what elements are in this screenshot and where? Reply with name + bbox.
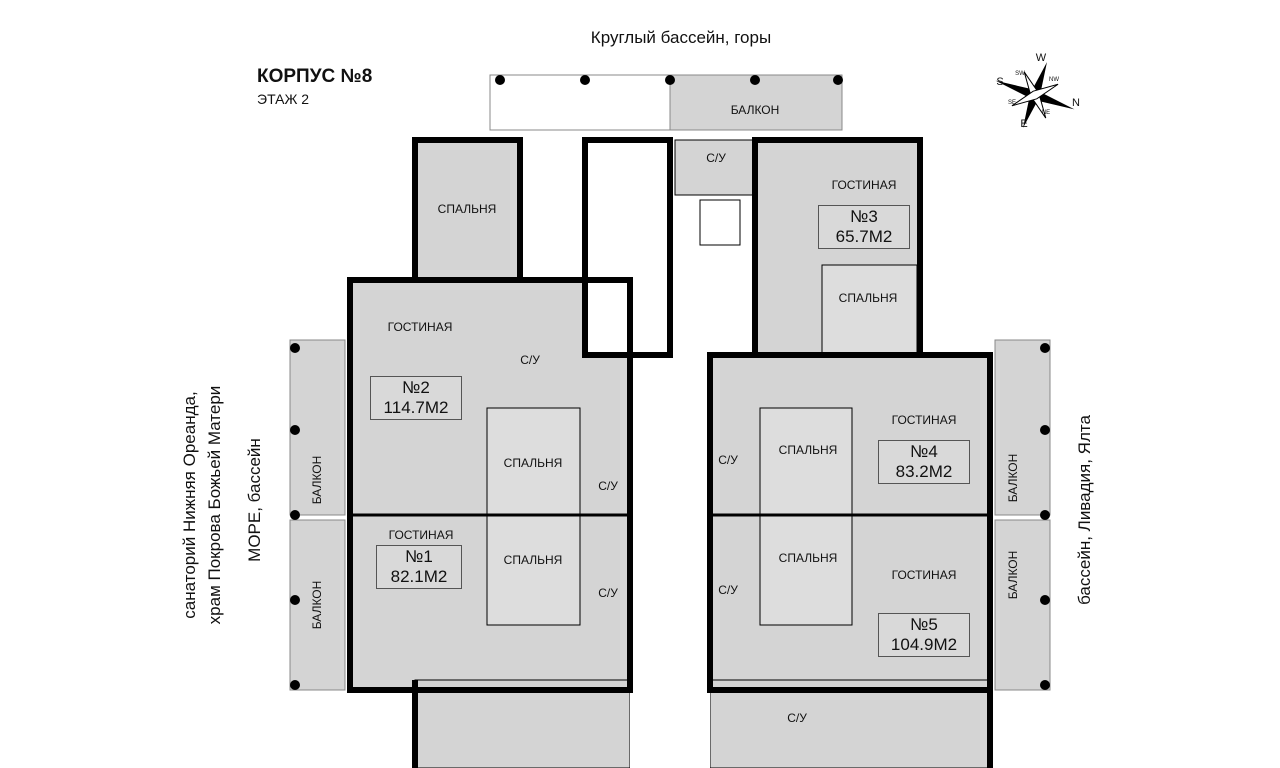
compass-ne: NE [1041, 110, 1051, 116]
apartment-number: №2 [402, 378, 430, 397]
view-left-3: МОРЕ, бассейн [245, 438, 264, 562]
bedroom-top-left [414, 139, 521, 281]
label-living: ГОСТИНАЯ [388, 528, 454, 542]
label-bath: С/У [787, 711, 807, 725]
compass-nw: NW [1049, 77, 1059, 83]
label-bath: С/У [718, 583, 738, 597]
label-bedroom: СПАЛЬНЯ [503, 553, 563, 567]
building-title: КОРПУС №8 [257, 66, 373, 87]
lift [699, 199, 741, 246]
view-top: Круглый бассейн, горы [590, 28, 772, 47]
right-balcony-2 [994, 519, 1051, 691]
compass-s: S [996, 76, 1004, 88]
apartment-number: №4 [910, 442, 938, 461]
apartment-area: 104.9М2 [890, 635, 958, 654]
view-left-2: храм Покрова Божьей Матери [205, 385, 224, 625]
label-bath: С/У [718, 453, 738, 467]
label-living: ГОСТИНАЯ [891, 568, 957, 582]
bottom-left-block [414, 679, 631, 768]
label-bath: С/У [598, 586, 618, 600]
top-balcony-left [489, 74, 671, 131]
apartment-area: 83.2М2 [895, 462, 953, 481]
apartment-number: №5 [910, 615, 938, 634]
bottom-right-block [709, 679, 991, 768]
compass-sw: SW [1015, 71, 1025, 77]
label-bedroom: СПАЛЬНЯ [778, 551, 838, 565]
label-bedroom: СПАЛЬНЯ [437, 202, 497, 216]
label-balcony-right-1: БАЛКОН [1006, 453, 1020, 503]
bedroom-apt2 [486, 407, 581, 516]
bedroom-apt4 [759, 407, 853, 516]
label-bath: С/У [598, 479, 618, 493]
label-balcony-left-2: БАЛКОН [310, 580, 324, 630]
apartment-area: 82.1М2 [390, 567, 448, 586]
compass-rose-icon [995, 62, 1075, 128]
view-right: бассейн, Ливадия, Ялта [1075, 415, 1094, 605]
bedroom-apt1 [486, 514, 581, 626]
left-balcony-2 [289, 519, 346, 691]
label-bedroom: СПАЛЬНЯ [503, 456, 563, 470]
label-balcony-right-2: БАЛКОН [1006, 550, 1020, 600]
label-living: ГОСТИНАЯ [831, 178, 897, 192]
floor-label: ЭТАЖ 2 [257, 91, 310, 107]
compass-se: SE [1007, 100, 1017, 106]
label-bedroom: СПАЛЬНЯ [778, 443, 838, 457]
label-living: ГОСТИНАЯ [891, 413, 957, 427]
apartment-number: №1 [405, 547, 433, 566]
label-bath: С/У [706, 151, 726, 165]
compass-w: W [1035, 52, 1047, 64]
label-living: ГОСТИНАЯ [387, 320, 453, 334]
label-balcony-left-1: БАЛКОН [310, 455, 324, 505]
label-bedroom: СПАЛЬНЯ [838, 291, 898, 305]
label-balcony-top: БАЛКОН [730, 103, 780, 117]
compass-n: N [1072, 97, 1080, 109]
compass-e: E [1020, 118, 1028, 130]
corridor [630, 355, 710, 768]
apartment-number: №3 [850, 207, 878, 226]
label-bath: С/У [520, 353, 540, 367]
apartment-area: 65.7М2 [835, 227, 893, 246]
apt3-bath [674, 139, 756, 196]
bedroom-apt3 [821, 264, 918, 354]
bedroom-apt5 [759, 514, 853, 626]
view-left-1: санаторий Нижняя Ореанда, [180, 391, 199, 619]
apartment-area: 114.7М2 [383, 398, 449, 417]
